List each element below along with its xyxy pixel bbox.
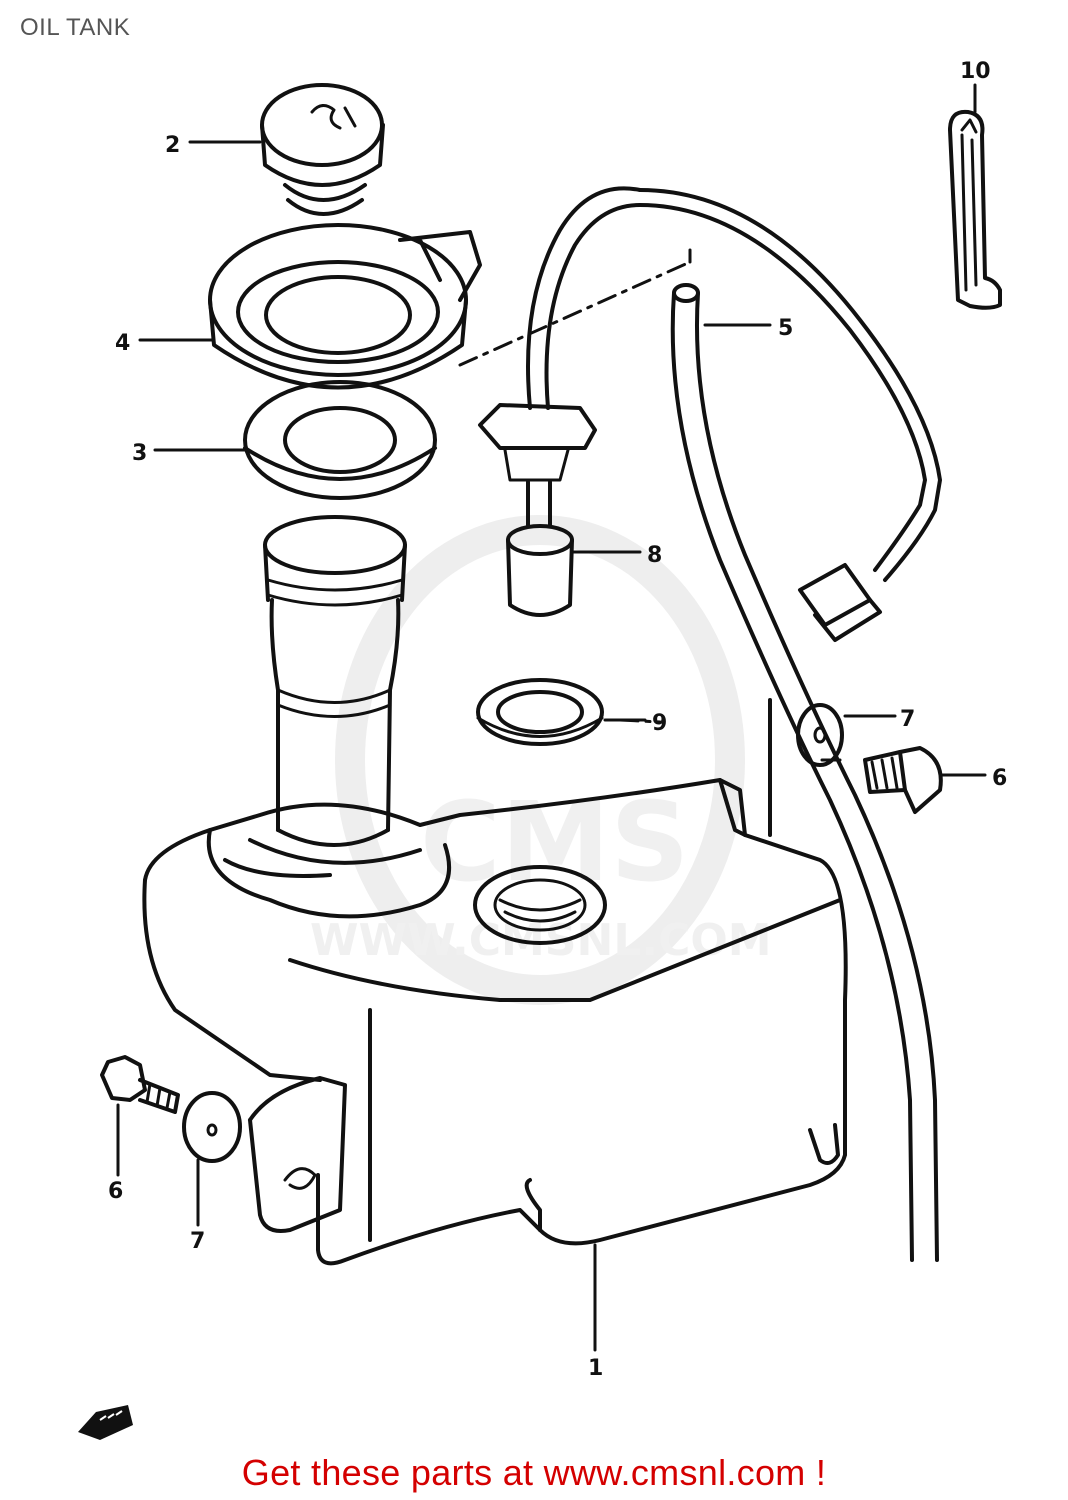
part-10-clamp [948, 109, 1002, 310]
callout-6-left: 6 [108, 1179, 123, 1204]
part-6-bolt-left [100, 1055, 180, 1114]
callout-5: 5 [778, 316, 793, 341]
watermark-logo-text: CMS [420, 778, 689, 906]
part-1-oil-tank [142, 778, 848, 1266]
callout-4: 4 [115, 331, 130, 356]
callout-3: 3 [132, 441, 147, 466]
callout-1: 1 [588, 1356, 603, 1381]
callout-7-left: 7 [190, 1229, 205, 1254]
callout-2: 2 [165, 133, 180, 158]
oil-tank-exploded-diagram: CMS WWW.CMSNL.COM [78, 59, 1007, 1440]
callout-8: 8 [647, 543, 662, 568]
filler-neck [263, 515, 407, 847]
part-3-gasket [243, 380, 437, 500]
part-8-level-sensor [478, 186, 942, 642]
callout-9: 9 [652, 711, 667, 736]
page-title: OIL TANK [20, 14, 131, 41]
footer-parts-link[interactable]: Get these parts at www.cmsnl.com ! [241, 1452, 827, 1493]
part-2-filler-cap [260, 83, 385, 216]
part-6-bolt-right [863, 746, 943, 814]
leader-lines [116, 83, 987, 1352]
part-7-washer-left [182, 1091, 242, 1163]
callout-10: 10 [960, 59, 991, 84]
part-9-seal [476, 678, 604, 746]
callout-7-right: 7 [900, 707, 915, 732]
part-7-washer-right [768, 698, 844, 837]
front-arrow-icon [78, 1405, 133, 1440]
part-4-cap-holder [208, 223, 482, 390]
part-5-hose [670, 283, 939, 1262]
watermark-url-text: WWW.CMSNL.COM [310, 915, 772, 966]
callout-6-right: 6 [992, 766, 1007, 791]
